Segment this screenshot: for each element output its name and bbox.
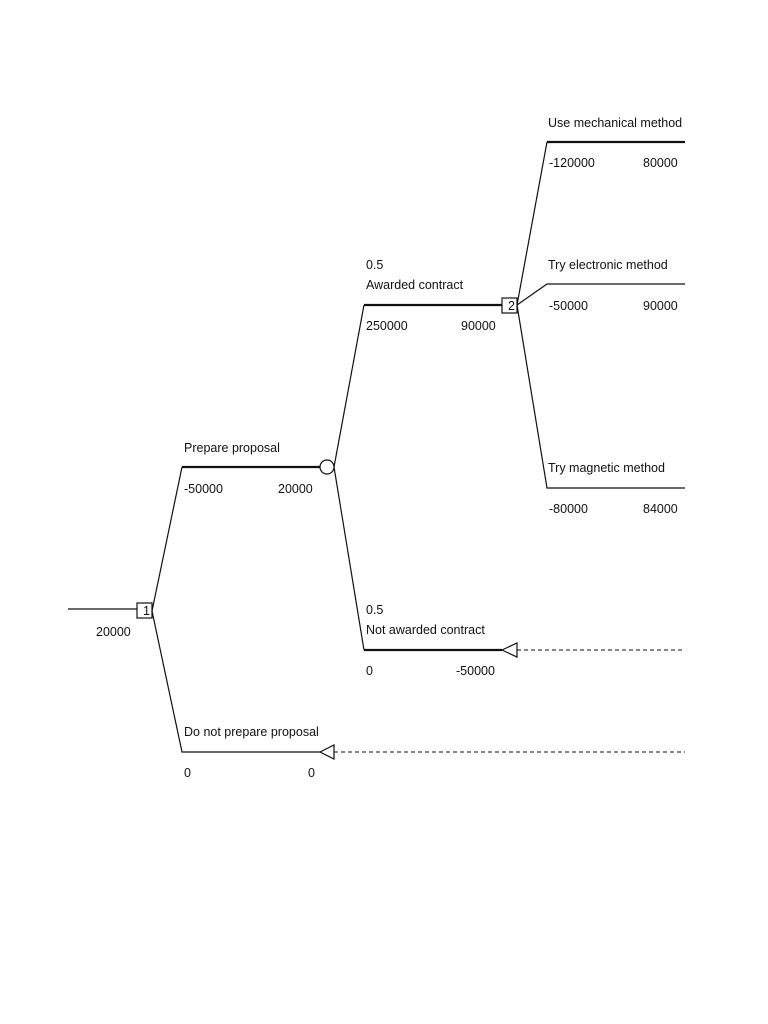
mechanical-branch-stem bbox=[516, 141, 548, 306]
decision-node-1-number: 1 bbox=[143, 604, 150, 618]
mechanical-cost: -120000 bbox=[549, 156, 595, 170]
root-value: 20000 bbox=[96, 625, 131, 639]
prepare-label: Prepare proposal bbox=[184, 441, 280, 455]
prepare-value: 20000 bbox=[278, 482, 313, 496]
chance-node[interactable] bbox=[319, 459, 335, 475]
awarded-label: Awarded contract bbox=[366, 278, 464, 292]
not-prepare-cost: 0 bbox=[184, 766, 191, 780]
electronic-branch bbox=[516, 283, 685, 306]
electronic-value: 90000 bbox=[643, 299, 678, 313]
awarded-prob: 0.5 bbox=[366, 258, 383, 272]
awarded-branch-stem bbox=[333, 304, 365, 468]
magnetic-value: 84000 bbox=[643, 502, 678, 516]
not-prepare-label: Do not prepare proposal bbox=[184, 725, 319, 739]
mechanical-value: 80000 bbox=[643, 156, 678, 170]
not-awarded-branch-stem bbox=[333, 466, 365, 651]
electronic-label: Try electronic method bbox=[548, 258, 668, 272]
magnetic-branch bbox=[516, 304, 685, 489]
not-awarded-prob: 0.5 bbox=[366, 603, 383, 617]
magnetic-cost: -80000 bbox=[549, 502, 588, 516]
not-awarded-value: -50000 bbox=[456, 664, 495, 678]
decision-node-2-number: 2 bbox=[508, 299, 515, 313]
not-awarded-label: Not awarded contract bbox=[366, 623, 485, 637]
not-prepare-value: 0 bbox=[308, 766, 315, 780]
prepare-cost: -50000 bbox=[184, 482, 223, 496]
not-awarded-payoff: 0 bbox=[366, 664, 373, 678]
awarded-value: 90000 bbox=[461, 319, 496, 333]
mechanical-label: Use mechanical method bbox=[548, 116, 682, 130]
terminal-triangle-icon bbox=[318, 744, 335, 760]
electronic-cost: -50000 bbox=[549, 299, 588, 313]
awarded-payoff: 250000 bbox=[366, 319, 408, 333]
not-prepare-branch bbox=[151, 610, 320, 753]
magnetic-label: Try magnetic method bbox=[548, 461, 665, 475]
prepare-branch-stem bbox=[151, 466, 183, 612]
terminal-triangle-icon bbox=[500, 642, 518, 658]
